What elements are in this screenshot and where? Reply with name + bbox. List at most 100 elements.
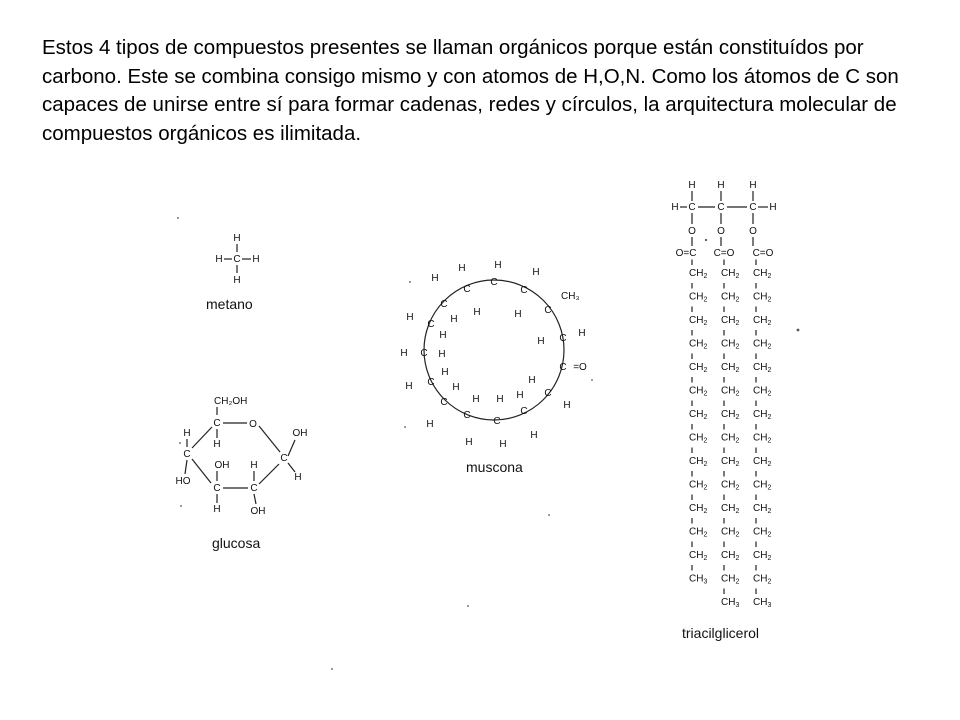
svg-text:H: H: [405, 381, 412, 392]
svg-text:C: C: [420, 348, 427, 359]
svg-text:H: H: [431, 273, 438, 284]
svg-text:H: H: [514, 309, 521, 320]
svg-text:H: H: [496, 394, 503, 405]
svg-text:=O: =O: [573, 362, 587, 373]
ch2-group: CH2: [689, 456, 707, 468]
ch2-group: CH2: [753, 386, 771, 398]
svg-text:C: C: [520, 285, 527, 296]
svg-text:H: H: [532, 267, 539, 278]
ch2-group: CH2: [689, 362, 707, 374]
ch3-group: CH3: [721, 597, 739, 609]
ch2-group: CH2: [753, 315, 771, 327]
ch2-group: CH2: [721, 409, 739, 421]
svg-text:H: H: [749, 180, 756, 191]
svg-text:H: H: [717, 180, 724, 191]
svg-text:H: H: [528, 375, 535, 386]
svg-text:H: H: [406, 312, 413, 323]
metano-caption: metano: [206, 296, 253, 312]
svg-text:HO: HO: [176, 476, 191, 487]
triacilglicerol-structure: H H H H C C C H O O O O=C C=O C=O CH2CH2…: [671, 180, 776, 641]
svg-text:H: H: [688, 180, 695, 191]
ch2-group: CH2: [689, 386, 707, 398]
ch2-group: CH2: [753, 480, 771, 492]
svg-text:O=C: O=C: [676, 248, 697, 259]
ch2-group: CH2: [689, 268, 707, 280]
ch2-group: CH2: [721, 480, 739, 492]
svg-text:C: C: [688, 202, 695, 213]
svg-text:C: C: [490, 277, 497, 288]
svg-text:C: C: [544, 388, 551, 399]
ch2-group: CH2: [721, 574, 739, 586]
ch2-group: CH2: [753, 339, 771, 351]
muscona-structure: C C C C C C C C C C C C C C C H H H H H …: [400, 260, 587, 475]
svg-text:O: O: [688, 226, 696, 237]
svg-text:H: H: [233, 275, 240, 286]
ch2-group: CH2: [689, 550, 707, 562]
glucosa-ch2oh-label: CH₂OH: [214, 396, 247, 407]
svg-text:C: C: [493, 416, 500, 427]
metano-structure: H C H H H metano: [206, 233, 260, 312]
svg-text:H: H: [494, 260, 501, 271]
ch2-group: CH2: [721, 315, 739, 327]
ch2-group: CH2: [689, 292, 707, 304]
svg-text:O: O: [749, 226, 757, 237]
glucosa-caption: glucosa: [212, 535, 260, 551]
ch2-group: CH2: [721, 339, 739, 351]
svg-text:H: H: [452, 382, 459, 393]
ch2-group: CH2: [721, 292, 739, 304]
svg-text:O: O: [249, 419, 257, 430]
muscona-caption: muscona: [466, 459, 523, 475]
ch2-group: CH2: [689, 339, 707, 351]
svg-text:H: H: [426, 419, 433, 430]
ch2-group: CH2: [689, 409, 707, 421]
ch2-group: CH2: [753, 503, 771, 515]
svg-text:H: H: [458, 263, 465, 274]
ch2-group: CH2: [721, 362, 739, 374]
svg-text:C=O: C=O: [714, 248, 735, 259]
svg-text:H: H: [213, 439, 220, 450]
svg-text:H: H: [183, 428, 190, 439]
svg-text:H: H: [472, 394, 479, 405]
ch2-group: CH2: [721, 527, 739, 539]
svg-text:H: H: [499, 439, 506, 450]
ch2-group: CH2: [689, 315, 707, 327]
svg-text:C: C: [717, 202, 724, 213]
svg-text:C: C: [250, 483, 257, 494]
svg-text:H: H: [563, 400, 570, 411]
svg-text:H: H: [215, 254, 222, 265]
ch2-group: CH2: [721, 433, 739, 445]
svg-text:H: H: [516, 390, 523, 401]
ch2-group: CH2: [721, 456, 739, 468]
svg-text:OH: OH: [251, 506, 266, 517]
ch2-group: CH2: [753, 527, 771, 539]
ch2-group: CH2: [721, 268, 739, 280]
svg-text:C: C: [559, 333, 566, 344]
svg-text:C: C: [520, 406, 527, 417]
svg-text:C: C: [440, 299, 447, 310]
svg-text:C: C: [749, 202, 756, 213]
svg-text:C: C: [559, 362, 566, 373]
svg-text:H: H: [537, 336, 544, 347]
ch2-group: CH2: [689, 503, 707, 515]
intro-paragraph: Estos 4 tipos de compuestos presentes se…: [42, 36, 899, 145]
svg-text:C=O: C=O: [753, 248, 774, 259]
svg-text:H: H: [250, 460, 257, 471]
ch2-group: CH2: [753, 574, 771, 586]
svg-text:C: C: [463, 284, 470, 295]
glucosa-structure: CH₂OH C H O H C HO OH C H OH C H H C OH …: [176, 396, 308, 551]
svg-text:H: H: [441, 367, 448, 378]
svg-text:C: C: [463, 410, 470, 421]
svg-text:H: H: [450, 314, 457, 325]
ch2-group: CH2: [689, 480, 707, 492]
ch2-group: CH2: [753, 456, 771, 468]
svg-text:OH: OH: [215, 460, 230, 471]
svg-text:H: H: [294, 472, 301, 483]
svg-text:H: H: [530, 430, 537, 441]
ch2-group: CH2: [753, 409, 771, 421]
svg-text:C: C: [233, 254, 240, 265]
svg-text:H: H: [578, 328, 585, 339]
ch2-group: CH2: [753, 268, 771, 280]
svg-text:H: H: [233, 233, 240, 244]
svg-text:OH: OH: [293, 428, 308, 439]
